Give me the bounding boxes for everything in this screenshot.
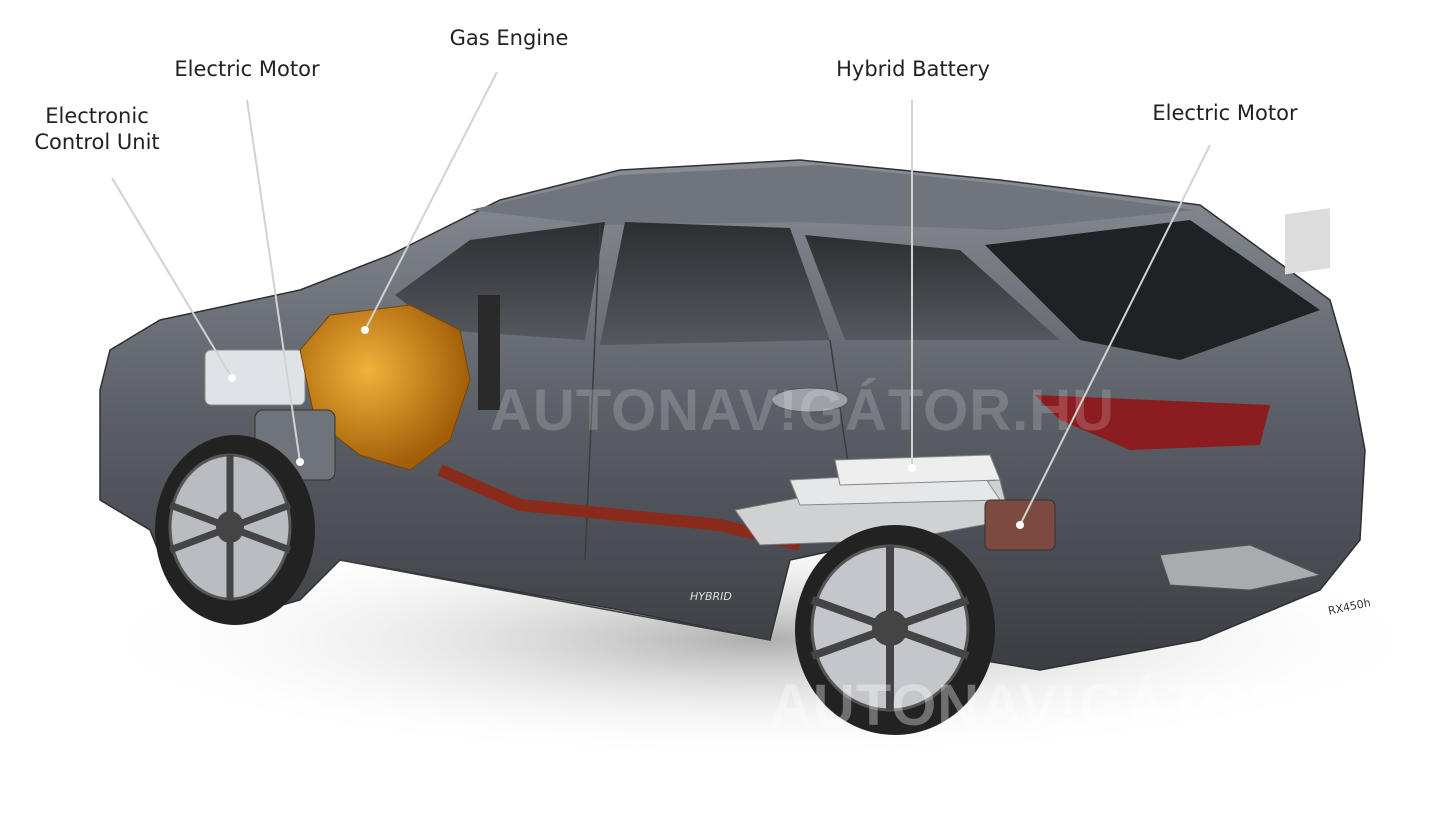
roof xyxy=(470,165,1195,230)
rear-wheel xyxy=(795,525,995,735)
front-window xyxy=(395,222,605,340)
rear-door-window xyxy=(600,222,830,345)
watermark: AUTONAV!GÁTOR.HU xyxy=(490,378,1115,443)
label-electronic-control-unit: Electronic Control Unit xyxy=(34,103,159,155)
leader-front-motor xyxy=(246,99,301,463)
leader-dots xyxy=(228,326,1024,529)
hybrid-badge: HYBRID xyxy=(690,590,732,603)
rear-quarter-window xyxy=(805,235,1060,340)
tail-light xyxy=(1035,395,1270,450)
label-rear-electric-motor: Electric Motor xyxy=(1152,101,1298,125)
label-gas-engine: Gas Engine xyxy=(449,26,569,50)
rear-window xyxy=(985,220,1320,360)
label-front-electric-motor: Electric Motor xyxy=(174,57,320,81)
license-plate-bg xyxy=(1285,208,1330,275)
watermark-bottom: AUTONAV!GÁTOR.HU xyxy=(770,673,1395,738)
leader-lines xyxy=(111,71,1211,526)
leader-rear-motor xyxy=(1019,144,1211,526)
leader-ecu xyxy=(111,177,233,379)
leader-gas-engine xyxy=(364,71,498,331)
door-handle xyxy=(771,387,849,413)
exhaust xyxy=(1159,544,1322,591)
hybrid-battery-pack xyxy=(734,454,1011,546)
front-wheel xyxy=(155,435,315,625)
label-ecu-line2: Control Unit xyxy=(34,130,160,154)
label-hybrid-battery: Hybrid Battery xyxy=(836,57,990,81)
label-ecu-line1: Electronic xyxy=(45,104,149,128)
gas-engine-block xyxy=(299,304,471,471)
front-strut xyxy=(478,295,500,410)
ecu-block xyxy=(204,349,306,406)
